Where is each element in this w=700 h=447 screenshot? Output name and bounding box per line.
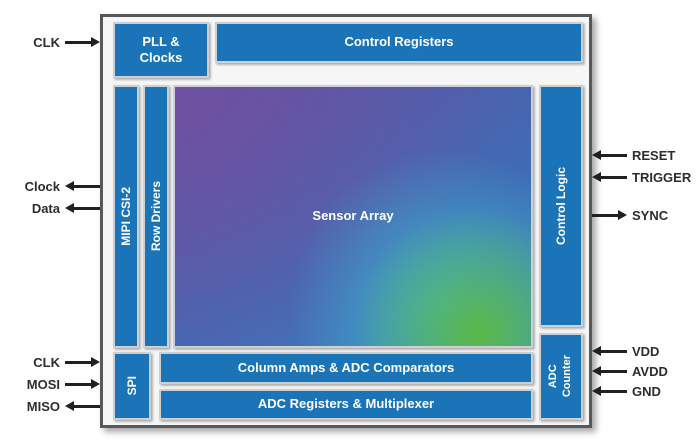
signal-label: AVDD (632, 363, 668, 379)
block-row-drivers-label: Row Drivers (148, 181, 163, 252)
signal-label: CLK (33, 354, 60, 370)
signal-label: CLK (33, 34, 60, 50)
arrow-left-icon (592, 386, 627, 396)
block-control-logic: Control Logic (539, 85, 583, 327)
signal-trigger: TRIGGER (592, 169, 700, 185)
signal-label: GND (632, 383, 661, 399)
block-mipi-csi2: MIPI CSI-2 (113, 85, 139, 348)
block-column-amps: Column Amps & ADC Comparators (159, 352, 533, 384)
signal-clk-pll: CLK (0, 34, 100, 50)
arrow-left-icon (65, 203, 100, 213)
block-sensor-array: Sensor Array (173, 85, 533, 348)
signal-reset: RESET (592, 147, 700, 163)
arrow-right-icon (65, 357, 100, 367)
signal-label: MISO (26, 398, 60, 414)
signal-data-out: Data (0, 200, 100, 216)
signal-vdd: VDD (592, 343, 700, 359)
signal-label: TRIGGER (632, 169, 692, 185)
block-mipi-label: MIPI CSI-2 (118, 187, 133, 246)
arrow-left-icon (592, 172, 627, 182)
signal-miso: MISO (0, 398, 100, 414)
arrow-right-icon (65, 379, 100, 389)
signal-sync: SYNC (592, 207, 700, 223)
block-adc-registers: ADC Registers & Multiplexer (159, 389, 533, 420)
signal-clock-out: Clock (0, 178, 100, 194)
signal-label: SYNC (632, 207, 669, 223)
signal-label: VDD (632, 343, 660, 359)
signal-mosi: MOSI (0, 376, 100, 392)
signal-gnd: GND (592, 383, 700, 399)
arrow-right-icon (592, 210, 627, 220)
arrow-left-icon (65, 181, 100, 191)
block-adc-counter-label: ADC Counter (547, 355, 573, 398)
arrow-left-icon (592, 346, 627, 356)
signal-label: RESET (632, 147, 676, 163)
arrow-left-icon (65, 401, 100, 411)
arrow-right-icon (65, 37, 100, 47)
block-row-drivers: Row Drivers (143, 85, 169, 348)
signal-label: Clock (24, 178, 60, 194)
arrow-left-icon (592, 150, 627, 160)
arrow-left-icon (592, 366, 627, 376)
signal-label: MOSI (26, 376, 60, 392)
block-pll-clocks: PLL & Clocks (113, 22, 209, 78)
block-spi-label: SPI (124, 376, 139, 396)
signal-clk-spi: CLK (0, 354, 100, 370)
chip-outline: PLL & Clocks Control Registers MIPI CSI-… (100, 14, 592, 428)
signal-label: Data (31, 200, 60, 216)
block-adc-counter: ADC Counter (539, 333, 583, 420)
signal-avdd: AVDD (592, 363, 700, 379)
block-spi: SPI (113, 352, 151, 420)
block-control-registers: Control Registers (215, 22, 583, 63)
block-control-logic-label: Control Logic (553, 167, 568, 245)
